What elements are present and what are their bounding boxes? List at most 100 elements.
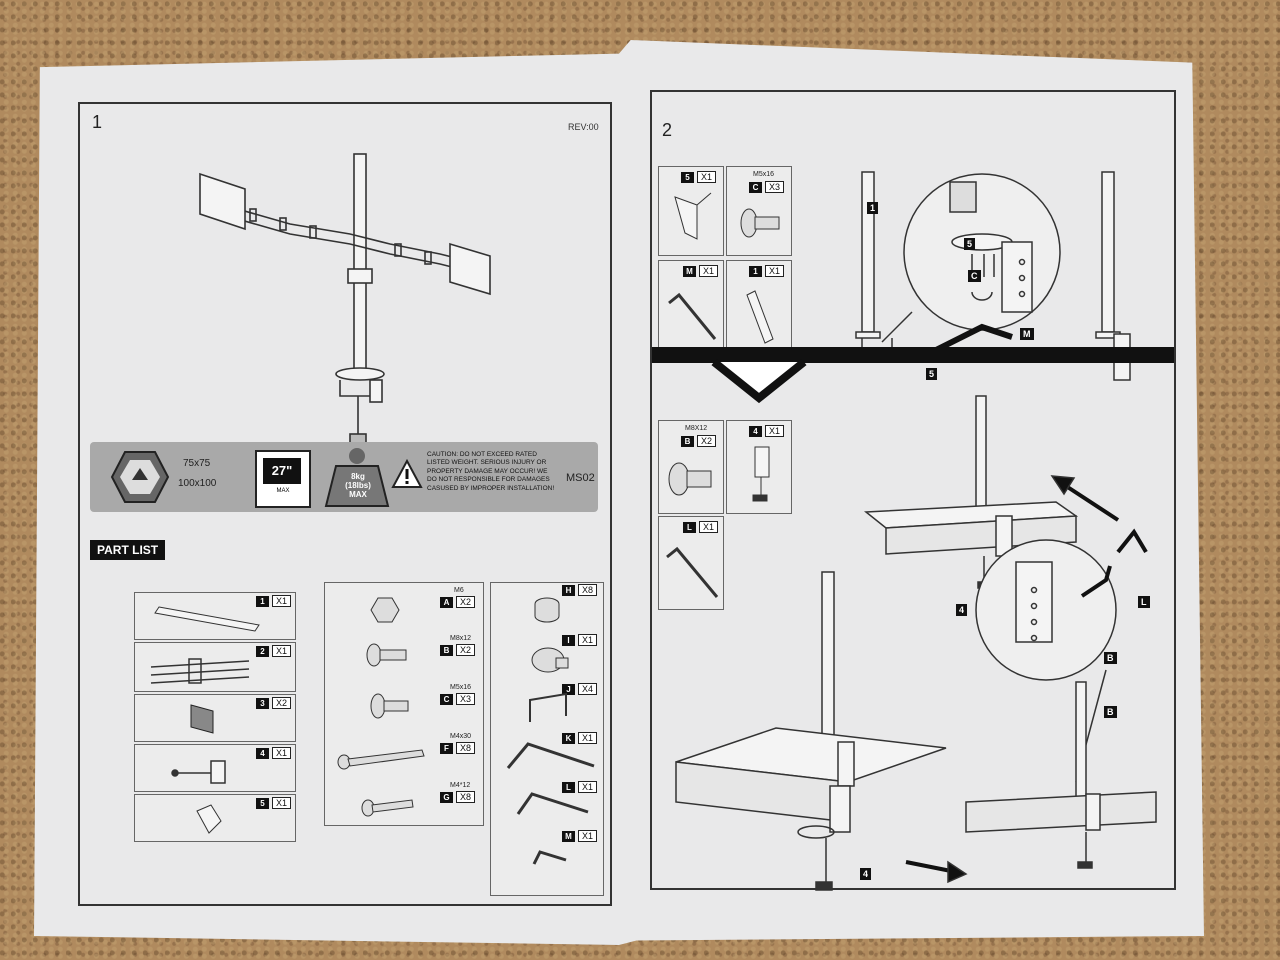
part-key: 4 <box>749 425 762 437</box>
callout-c: C <box>968 270 981 282</box>
part-qty: X4 <box>578 683 598 695</box>
part-key: G <box>440 791 453 803</box>
hex-key-icon <box>666 546 719 598</box>
part-key: B <box>681 435 694 447</box>
callout-4b: 4 <box>860 868 872 880</box>
callout-1: 1 <box>867 202 879 214</box>
part-key: I <box>562 634 575 646</box>
instruction-sheet: 1 REV:00 <box>34 40 1204 945</box>
weight-icon <box>324 448 390 507</box>
part-qty: X2 <box>697 435 717 447</box>
warning-icon <box>391 458 423 488</box>
part-key: L <box>562 781 575 793</box>
callout-l: L <box>1138 596 1150 608</box>
part-key: B <box>440 644 453 656</box>
part-key: 1 <box>255 595 269 607</box>
part-qty: X1 <box>697 171 717 183</box>
spec-info-bar: 75x75 100x100 27" MAX 8kg (18lbs) MAX CA… <box>90 442 598 512</box>
part-size: M8x12 <box>450 635 472 642</box>
part-key: J <box>562 683 575 695</box>
divider-chevron <box>711 358 807 404</box>
screen-size-box: 27" MAX <box>255 450 311 508</box>
part-key: A <box>440 596 453 608</box>
part-size: M4*12 <box>450 782 471 789</box>
part-qty: X8 <box>456 742 476 754</box>
part-qty: X2 <box>456 596 476 608</box>
page-number: 2 <box>662 120 673 140</box>
part-list-title: PART LIST <box>90 540 166 560</box>
part-key: 3 <box>255 697 269 709</box>
vesa-75: 75x75 <box>183 458 211 469</box>
part-qty: X1 <box>765 425 785 437</box>
weight-lbs: (18lbs) <box>345 481 371 490</box>
callout-5b: 5 <box>926 368 938 380</box>
part-qty: X1 <box>271 747 291 759</box>
vesa-hex-icon <box>110 451 170 503</box>
vesa-100: 100x100 <box>178 478 217 489</box>
part-key: L <box>683 521 696 533</box>
part-key: 4 <box>255 747 269 759</box>
bolt-icon <box>668 462 712 496</box>
callout-5a: 5 <box>964 238 976 250</box>
part-qty: X1 <box>271 797 291 809</box>
monitor-arm-illustration <box>199 153 491 445</box>
part-size: M8X12 <box>685 425 708 432</box>
part-size: M4x30 <box>450 733 472 740</box>
page-number: 1 <box>92 112 103 132</box>
callout-b2: B <box>1104 706 1117 718</box>
part-key: C <box>440 693 453 705</box>
callout-b1: B <box>1104 652 1117 664</box>
screen-size-note: MAX <box>276 488 290 494</box>
screw-icon <box>740 208 780 238</box>
part-qty: X8 <box>578 584 598 596</box>
screw-f-icon <box>337 749 425 770</box>
step-2a-illustration <box>855 171 1131 381</box>
page-1-panel: 1 REV:00 <box>78 102 612 906</box>
part-qty: X1 <box>699 265 719 277</box>
collar-i-icon <box>531 647 569 673</box>
part-qty: X1 <box>578 732 598 744</box>
part-qty: X3 <box>765 181 785 193</box>
screw-g-icon <box>361 799 414 817</box>
vesa-plate-icon <box>190 704 214 734</box>
part-size: M5x16 <box>450 684 472 691</box>
part-key: 1 <box>749 265 762 277</box>
revision-label: REV:00 <box>568 122 599 132</box>
part-qty: X1 <box>578 830 598 842</box>
nut-icon <box>370 597 400 623</box>
weight-kg: 8kg <box>351 472 365 481</box>
clamp-icon <box>752 446 770 502</box>
part-size: M6 <box>454 587 464 594</box>
hex-key-k-icon <box>506 742 595 769</box>
bracket-icon <box>674 192 712 240</box>
pole-part-icon <box>154 606 260 632</box>
part-qty: X2 <box>456 644 476 656</box>
